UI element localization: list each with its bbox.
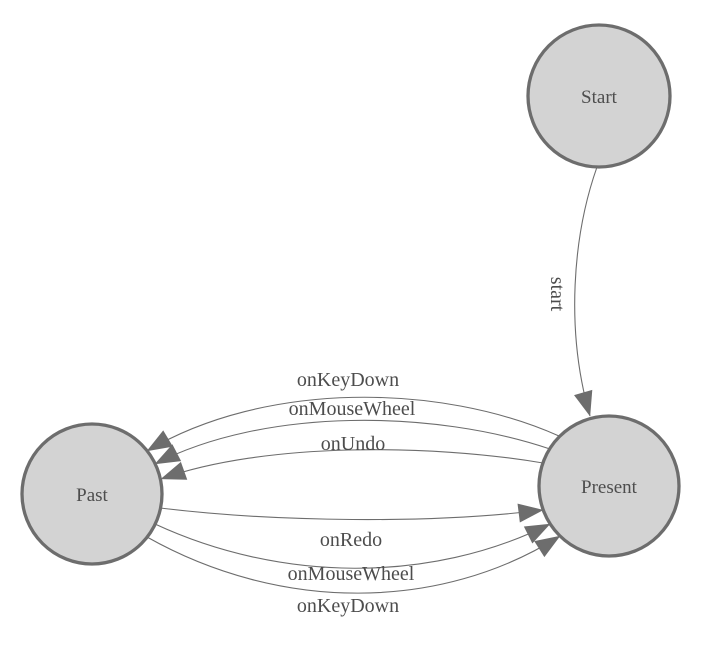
edge-label-onredo: onRedo: [320, 529, 382, 551]
node-past[interactable]: Past: [20, 422, 164, 566]
node-present-circle[interactable]: [537, 414, 681, 558]
edge-label-onkeydown-top: onKeyDown: [297, 369, 399, 391]
edge-start-to-present: [574, 166, 598, 417]
edge-label-onmousewheel-bottom: onMouseWheel: [288, 563, 415, 585]
node-start-circle[interactable]: [526, 23, 672, 169]
node-start-label: Start: [581, 87, 618, 108]
edge-label-start: start: [546, 277, 568, 312]
edge-label-onkeydown-bottom: onKeyDown: [297, 595, 399, 617]
edge-past-to-present-onmousewheel: [154, 523, 551, 569]
edge-past-to-present-onredo: [159, 503, 544, 523]
node-present-label: Present: [581, 477, 638, 498]
edge-past-to-present-onkeydown: [146, 535, 561, 594]
edge-present-to-past-onundo: [160, 449, 544, 480]
edge-label-onundo: onUndo: [321, 433, 385, 455]
node-start[interactable]: Start: [526, 23, 672, 169]
edge-present-to-past-onmousewheel: [154, 419, 551, 465]
node-past-circle[interactable]: [20, 422, 164, 566]
node-present[interactable]: Present: [537, 414, 681, 558]
edge-present-to-past-onkeydown: [146, 396, 560, 452]
node-past-label: Past: [76, 485, 108, 506]
edge-label-onmousewheel-top: onMouseWheel: [289, 398, 416, 420]
